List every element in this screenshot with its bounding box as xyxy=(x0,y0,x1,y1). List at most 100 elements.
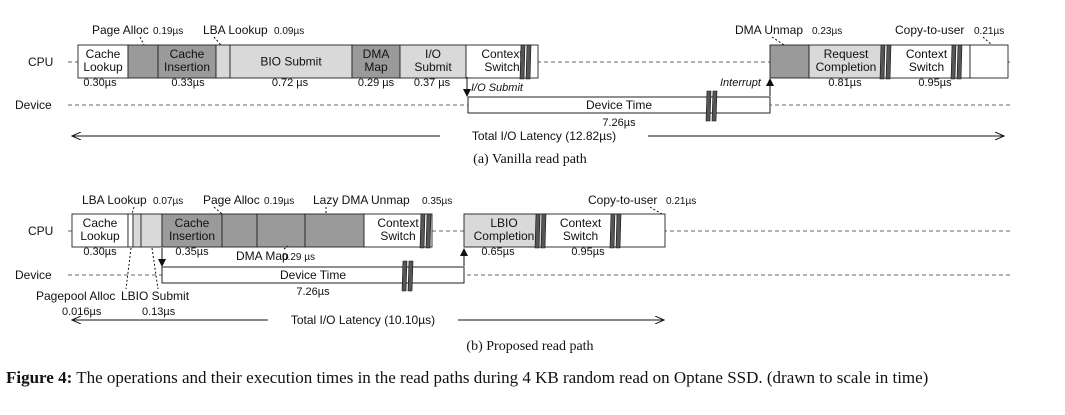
proposed-device-time-label: Device Time xyxy=(280,268,346,282)
vanilla-block-label-request-completion: Request xyxy=(824,47,869,61)
proposed-cpu-blocks: CacheLookupCacheInsertionContextSwitchLB… xyxy=(71,213,666,248)
vanilla-io-submit-label: I/O Submit xyxy=(471,82,524,94)
proposed-block-label-context-switch-2: Switch xyxy=(563,229,598,243)
proposed-leader-copy-to-user xyxy=(649,206,663,215)
vanilla-interrupt-label: Interrupt xyxy=(720,77,762,89)
vanilla-block-dma-map xyxy=(351,44,401,79)
vanilla-block-label-context-switch-2: Context xyxy=(906,47,948,61)
vanilla-block-label-context-switch-1: Context xyxy=(481,47,523,61)
proposed-block-copy-to-user xyxy=(616,213,666,248)
vanilla-device-time-label: Device Time xyxy=(586,98,652,112)
proposed-cpu-label: CPU xyxy=(28,224,53,238)
vanilla-dur-context-switch: 0.95µs xyxy=(918,77,952,89)
proposed-subcaption: (b) Proposed read path xyxy=(466,339,593,354)
vanilla-leader-lba-lookup xyxy=(213,36,222,46)
vanilla-device-label: Device xyxy=(15,98,52,112)
proposed-leader-page-alloc xyxy=(213,206,223,215)
vanilla-block-label-io-submit: Submit xyxy=(414,60,452,74)
vanilla-dur-cache-lookup: 0.30µs xyxy=(83,77,117,89)
vanilla-total-latency: Total I/O Latency (12.82µs) xyxy=(472,129,616,143)
proposed-block-pagepool-alloc xyxy=(127,213,134,248)
proposed-block-label-lbio-completion: Completion xyxy=(474,229,535,243)
vanilla-callout-lba-lookup-time: 0.09µs xyxy=(274,26,304,37)
vanilla-device-time-block xyxy=(467,96,771,114)
proposed-callout-lazy-dma-unmap-time: 0.35µs xyxy=(422,196,452,207)
proposed-device-label: Device xyxy=(15,268,52,282)
proposed-block-label-context-switch-1: Context xyxy=(377,216,419,230)
vanilla-leader-copy-to-user xyxy=(982,36,993,46)
proposed-callout-page-alloc: Page Alloc xyxy=(203,193,260,207)
proposed-block-label-cache-insertion: Cache xyxy=(175,216,210,230)
vanilla-block-page-alloc xyxy=(127,44,159,79)
vanilla-block-label-request-completion: Completion xyxy=(816,60,877,74)
proposed-leader-lba-lookup xyxy=(131,206,135,215)
vanilla-dur-io-submit: 0.37 µs xyxy=(414,77,451,89)
proposed-label-pagepool-alloc-time: 0.016µs xyxy=(62,306,102,318)
proposed-block-cache-lookup xyxy=(71,213,129,248)
vanilla-dur-cache-insertion: 0.33µs xyxy=(171,77,205,89)
proposed-block-lba-lookup xyxy=(132,213,142,248)
proposed-leader-lbio-submit xyxy=(151,247,159,290)
vanilla-callout-dma-unmap-time: 0.23µs xyxy=(812,26,842,37)
proposed-callout-dma-map-time: 0.29 µs xyxy=(282,252,315,263)
proposed-block-label-context-switch-1: Switch xyxy=(380,229,415,243)
vanilla-block-cache-insertion xyxy=(157,44,217,79)
proposed-device-time-block xyxy=(161,266,465,284)
vanilla-callout-copy-to-user: Copy-to-user xyxy=(895,23,964,37)
proposed-block-label-lbio-completion: LBIO xyxy=(490,216,517,230)
vanilla-block-label-cache-insertion: Cache xyxy=(170,47,205,61)
vanilla-block-dma-unmap xyxy=(769,44,810,79)
proposed-callout-lazy-dma-unmap: Lazy DMA Unmap xyxy=(313,193,410,207)
proposed-callout-lba-lookup: LBA Lookup xyxy=(82,193,147,207)
vanilla-callout-copy-to-user-time: 0.21µs xyxy=(974,26,1004,37)
proposed-block-page-alloc xyxy=(221,213,258,248)
vanilla-break-marks xyxy=(519,44,963,122)
proposed-block-label-cache-insertion: Insertion xyxy=(169,229,215,243)
vanilla-dur-dma-map: 0.29 µs xyxy=(358,77,395,89)
vanilla-dur-device-time: 7.26µs xyxy=(602,117,636,129)
proposed-dur-lbio-completion: 0.65µs xyxy=(481,246,515,258)
proposed-block-lbio-submit xyxy=(140,213,163,248)
proposed-dur-context-switch: 0.95µs xyxy=(571,246,605,258)
vanilla-block-label-cache-insertion: Insertion xyxy=(164,60,210,74)
proposed-label-lbio-submit-time: 0.13µs xyxy=(142,306,176,318)
vanilla-callout-page-alloc-time: 0.19µs xyxy=(153,26,183,37)
vanilla-block-label-cache-lookup: Cache xyxy=(86,47,121,61)
vanilla-dur-bio-submit: 0.72 µs xyxy=(272,77,309,89)
vanilla-block-bio-submit xyxy=(229,44,353,79)
proposed-dur-device-time: 7.26µs xyxy=(296,286,330,298)
proposed-dur-cache-lookup: 0.30µs xyxy=(83,246,117,258)
vanilla-block-label-context-switch-2: Switch xyxy=(909,60,944,74)
proposed-callout-page-alloc-time: 0.19µs xyxy=(264,196,294,207)
proposed-break-marks xyxy=(401,213,622,292)
proposed-block-dma-map xyxy=(256,213,306,248)
vanilla-block-label-bio-submit: BIO Submit xyxy=(260,55,322,69)
vanilla-block-label-context-switch-1: Switch xyxy=(484,60,519,74)
proposed-block-cache-insertion xyxy=(161,213,223,248)
proposed-block-label-context-switch-2: Context xyxy=(560,216,602,230)
vanilla-block-request-completion xyxy=(808,44,884,79)
proposed-label-pagepool-alloc: Pagepool Alloc xyxy=(36,289,115,303)
vanilla-block-label-cache-lookup: Lookup xyxy=(83,60,123,74)
proposed-block-lazy-dma-unmap xyxy=(304,213,365,248)
proposed-callout-copy-to-user-time: 0.21µs xyxy=(666,196,696,207)
vanilla-block-label-dma-map: DMA xyxy=(363,47,390,61)
proposed-diagram: CPU Device CacheLookupCacheInsertionCont… xyxy=(15,193,1010,354)
proposed-total-latency: Total I/O Latency (10.10µs) xyxy=(291,313,435,327)
figure-caption-text: The operations and their execution times… xyxy=(72,368,929,387)
vanilla-callout-page-alloc: Page Alloc xyxy=(92,23,149,37)
proposed-callout-lba-lookup-time: 0.07µs xyxy=(153,196,183,207)
proposed-block-label-cache-lookup: Cache xyxy=(83,216,118,230)
vanilla-callout-lba-lookup: LBA Lookup xyxy=(203,23,268,37)
proposed-leader-pagepool-alloc xyxy=(125,247,132,290)
vanilla-dur-request-completion: 0.81µs xyxy=(828,77,862,89)
proposed-label-lbio-submit: LBIO Submit xyxy=(121,289,190,303)
proposed-callout-copy-to-user: Copy-to-user xyxy=(588,193,657,207)
vanilla-block-lba-lookup xyxy=(215,44,231,79)
vanilla-leader-dma-unmap xyxy=(771,36,785,46)
vanilla-subcaption: (a) Vanilla read path xyxy=(473,152,587,167)
proposed-dur-cache-insertion: 0.35µs xyxy=(175,246,209,258)
